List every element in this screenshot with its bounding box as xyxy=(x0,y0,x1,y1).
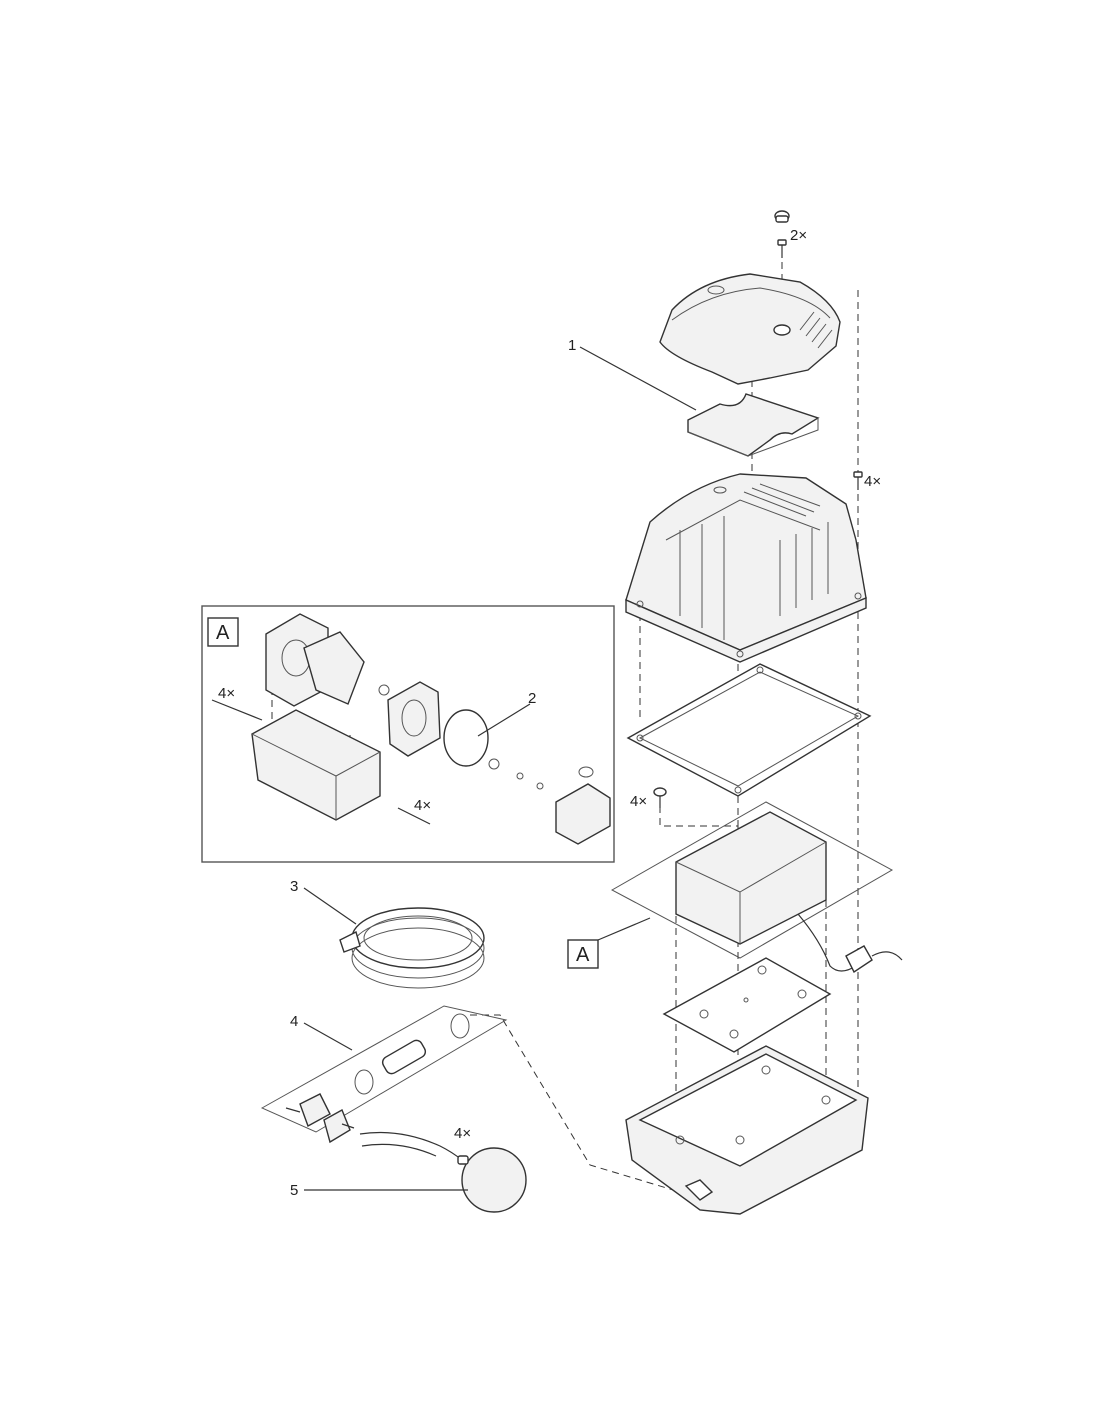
housing-gasket xyxy=(626,663,872,797)
label-part-1: 1 xyxy=(568,337,576,354)
label-part-2: 2 xyxy=(528,690,536,707)
assembly-ref-main: A xyxy=(576,944,590,966)
cap-screw-parts xyxy=(774,210,790,258)
label-part-5: 5 xyxy=(290,1182,298,1199)
leader-assembly-a xyxy=(597,917,651,941)
leader-part-3 xyxy=(303,887,357,925)
pump-unit-assembly xyxy=(610,801,903,974)
qty-cap-screws: 2× xyxy=(790,227,807,244)
air-stone xyxy=(359,1131,527,1213)
qty-cover-screws: 4× xyxy=(864,473,881,490)
air-tubing-coil xyxy=(339,907,485,989)
cover-screw xyxy=(853,471,863,490)
assembly-ref-inset: A xyxy=(216,622,230,644)
qty-unit-screws: 4× xyxy=(630,793,647,810)
qty-inset-screws-bottom: 4× xyxy=(414,797,431,814)
connector-kit xyxy=(260,1005,508,1144)
unit-screw xyxy=(653,787,667,808)
upper-housing xyxy=(625,473,867,663)
leader-part-2 xyxy=(477,703,531,737)
assembly-ref-box-main xyxy=(567,939,599,969)
qty-inset-screws-top: 4× xyxy=(218,685,235,702)
top-cover xyxy=(659,273,841,385)
label-part-4: 4 xyxy=(290,1013,298,1030)
filter-pad xyxy=(687,393,820,457)
base-housing xyxy=(625,1045,869,1215)
qty-connector: 4× xyxy=(454,1125,471,1142)
leader-part-1 xyxy=(579,346,697,411)
inset-detail-a xyxy=(201,605,615,863)
label-part-3: 3 xyxy=(290,878,298,895)
mounting-plate xyxy=(662,957,832,1053)
leader-part-4 xyxy=(303,1022,353,1051)
